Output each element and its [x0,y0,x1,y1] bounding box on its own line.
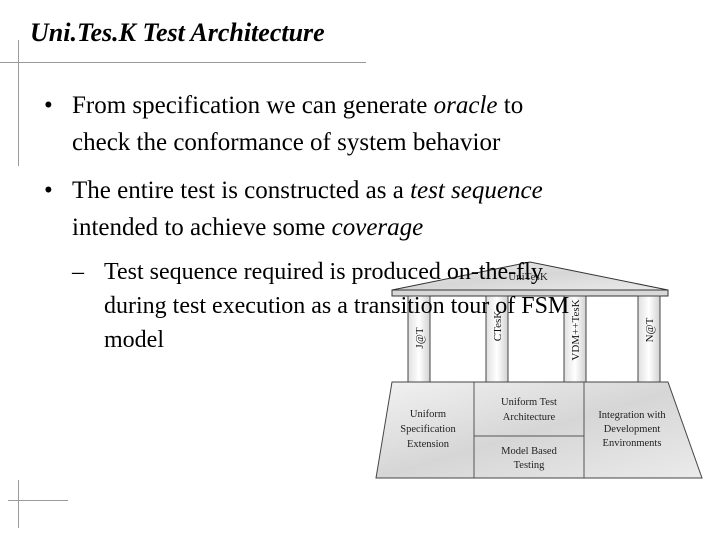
roof-label: UniTesK [508,271,548,283]
title-underline [0,62,366,63]
bullet-1-line-1: From specification we can generate oracl… [72,92,524,119]
base-right-line-1: Integration with [598,410,666,421]
subbullet-line-2: during test execution as a transition to… [104,293,570,319]
base-right-line-2: Development [604,424,661,435]
slide-title: Uni.Tes.K Test Architecture [30,18,325,47]
pillar-label-nat: N@T [644,317,656,342]
bullet-2-line-2: intended to achieve some coverage [72,214,424,241]
vertical-rule-top [18,40,19,166]
base-center-top-line-1: Uniform Test [501,397,557,408]
base-center-bottom-line-1: Model Based [501,446,557,457]
base-center-top-line-2: Architecture [503,412,556,423]
subbullet-line-1: Test sequence required is produced on-th… [104,259,543,285]
bullet-marker: • [44,177,53,204]
bullet-1-line-2: check the conformance of system behavior [72,129,501,156]
base-left-line-3: Extension [407,439,450,450]
base-right-line-3: Environments [603,438,662,449]
bullet-marker: • [44,92,53,119]
subbullet-marker: – [72,259,84,285]
base-center-bottom-line-2: Testing [514,460,546,471]
base-left-line-1: Uniform [410,409,446,420]
diagram-roof-beam [391,289,669,297]
base-left-line-2: Specification [400,424,456,435]
pillar-label-vdm-tesk: VDM++TesK [570,299,582,360]
pillar-label-jat: J@T [414,327,426,348]
pillar-label-ctesk: CTesK [492,311,504,341]
subbullet-line-3: model [104,327,164,353]
bullet-2-line-1: The entire test is constructed as a test… [72,177,543,204]
bottom-rule [8,500,68,501]
vertical-rule-bottom [18,480,19,528]
diagram-base [375,381,703,479]
